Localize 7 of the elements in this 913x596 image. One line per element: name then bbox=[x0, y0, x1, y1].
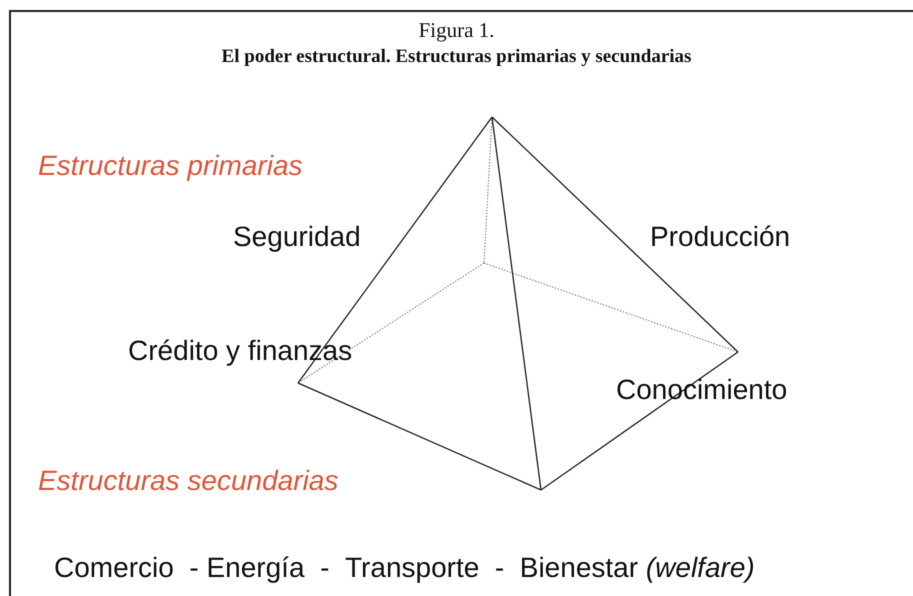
category-heading: Estructuras primarias bbox=[38, 150, 303, 182]
structure-label: Producción bbox=[650, 221, 790, 254]
figure-number: Figura 1. bbox=[418, 18, 496, 43]
list-text: Comercio - Energía - Transporte - Bienestar (welfare) bbox=[54, 552, 755, 584]
structure-label: Seguridad bbox=[233, 221, 361, 254]
category-heading: Estructuras secundarias bbox=[38, 465, 338, 498]
figure-title: El poder estructural. Estructuras primarias y secundarias bbox=[220, 46, 692, 68]
